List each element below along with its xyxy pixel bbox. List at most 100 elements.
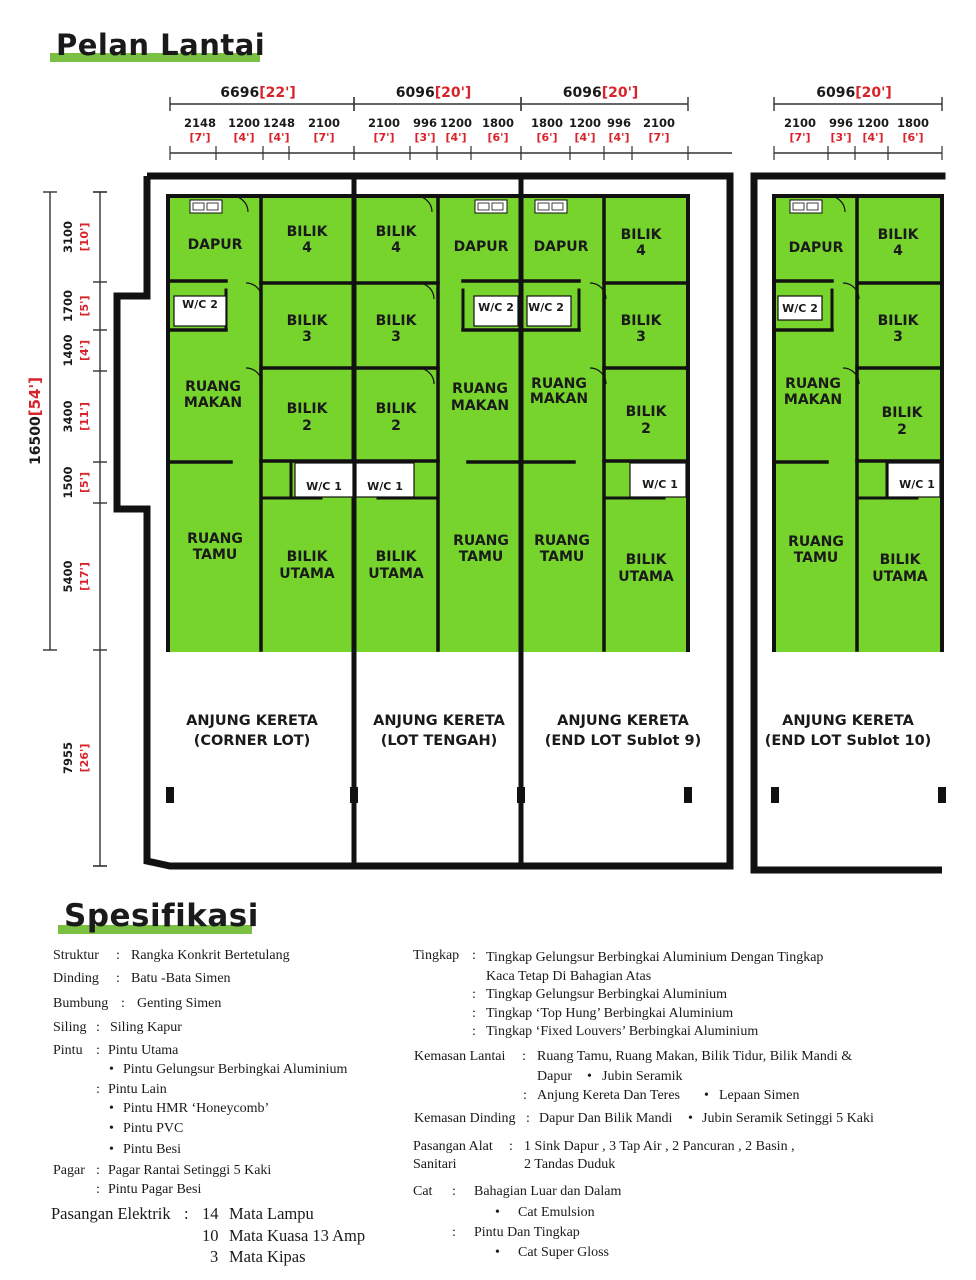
sub-width-ft: [6'] [902, 131, 923, 144]
sub-width-ft: [7'] [313, 131, 334, 144]
sink-basin [551, 202, 564, 211]
spec-separator: : [96, 1020, 100, 1035]
room-label: W/C 2 [182, 298, 218, 311]
sub-width-mm: 2100 [643, 116, 675, 130]
room-label: W/C 2 [528, 301, 564, 314]
side-depth-ft: [5'] [78, 472, 91, 493]
room-label: MAKAN [784, 392, 842, 408]
sub-width-mm: 996 [607, 116, 631, 130]
sub-width-ft: [4'] [608, 131, 629, 144]
spec-value: Pintu HMR ‘Honeycomb’ [123, 1101, 270, 1116]
room-label: TAMU [540, 549, 585, 565]
floor-plan-drawing: 6696[22']2148[7']1200[4']1248[4']2100[7'… [26, 85, 946, 874]
room-label: 2 [391, 418, 401, 434]
sub-width-ft: [3'] [414, 131, 435, 144]
room-label: BILIK [878, 313, 920, 329]
sub-width-ft: [7'] [373, 131, 394, 144]
unit-width-ft: [20'] [855, 85, 892, 101]
room-label: TAMU [193, 547, 238, 563]
carport-sublabel: (END LOT Sublot 9) [545, 733, 702, 749]
spec-separator: : [96, 1182, 100, 1197]
room-label: 3 [391, 329, 401, 345]
spec-value: Pintu Pagar Besi [108, 1182, 202, 1197]
unit-width-ft: [20'] [435, 85, 472, 101]
unit-width-label: 6096[20'] [396, 85, 472, 101]
spec-separator: : [472, 948, 476, 963]
spec-value: Pintu Gelungsur Berbingkai Aluminium [123, 1062, 348, 1077]
spec-value: Dapur Dan Bilik Mandi [539, 1111, 673, 1126]
spec-bullet: • [109, 1062, 114, 1077]
carport-post [166, 787, 174, 803]
spec-separator: : [96, 1163, 100, 1178]
carport-label: ANJUNG KERETA [557, 713, 690, 729]
room-label: W/C 2 [478, 301, 514, 314]
spec-value: Tingkap Gelungsur Berbingkai Aluminium [486, 987, 727, 1002]
spec-value: Rangka Konkrit Bertetulang [131, 948, 290, 963]
side-depth-mm: 3400 [61, 400, 75, 432]
door-swing [245, 367, 263, 385]
room-label: BILIK [626, 552, 668, 568]
spec-bullet: • [688, 1111, 693, 1126]
side-depth-mm: 1500 [61, 466, 75, 498]
room-label: MAKAN [451, 398, 509, 414]
room-label: 4 [302, 240, 312, 256]
electrical-label: Pasangan Elektrik [51, 1204, 171, 1223]
door-swing [589, 367, 607, 385]
door-swing [231, 195, 249, 213]
specs-heading: Spesifikasi [58, 898, 259, 934]
total-depth-mm: 16500 [28, 416, 44, 465]
sub-width-ft: [7'] [648, 131, 669, 144]
room-label: BILIK [376, 401, 418, 417]
door-swing [589, 282, 607, 300]
sub-width-mm: 1200 [228, 116, 260, 130]
sub-width-mm: 2100 [784, 116, 816, 130]
sub-width-ft: [7'] [189, 131, 210, 144]
room-label: UTAMA [618, 569, 674, 585]
site-boundary [113, 172, 734, 870]
room-label: W/C 1 [642, 478, 678, 491]
sub-width-mm: 2100 [308, 116, 340, 130]
wc-2-block [526, 295, 572, 327]
room-label: DAPUR [188, 237, 243, 253]
sub-width-mm: 1200 [569, 116, 601, 130]
spec-label: Pasangan Alat [413, 1139, 493, 1154]
sub-width-mm: 1200 [857, 116, 889, 130]
door-swing [828, 195, 846, 213]
room-label: 3 [893, 329, 903, 345]
room-label: 4 [391, 240, 401, 256]
unit-width-ft: [20'] [602, 85, 639, 101]
spec-separator: : [452, 1225, 456, 1240]
room-label: BILIK [287, 224, 329, 240]
spec-label: Tingkap [413, 948, 460, 963]
room-label: BILIK [621, 227, 663, 243]
room-label: W/C 2 [782, 302, 818, 315]
sink-basin [192, 202, 205, 211]
sub-width-mm: 2148 [184, 116, 216, 130]
room-label: BILIK [376, 313, 418, 329]
sub-width-ft: [7'] [789, 131, 810, 144]
door-swing [842, 282, 860, 300]
spec-value: Pintu Besi [123, 1142, 181, 1157]
sub-width-ft: [4'] [268, 131, 289, 144]
unit-width-ft: [22'] [259, 85, 296, 101]
sub-width-ft: [3'] [830, 131, 851, 144]
carport-post [517, 787, 525, 803]
spec-separator: : [96, 1043, 100, 1058]
spec-bullet: • [704, 1088, 709, 1103]
spec-value: Lepaan Simen [719, 1088, 800, 1103]
carport-post [771, 787, 779, 803]
wc-1-block [887, 462, 941, 498]
sink-basin [806, 202, 819, 211]
electrical-qty: 10 [202, 1226, 219, 1245]
sub-width-mm: 1800 [531, 116, 563, 130]
sink-basin [206, 202, 219, 211]
room-label: RUANG [785, 376, 841, 392]
sub-width-ft: [4'] [574, 131, 595, 144]
spec-separator: : [523, 1088, 527, 1103]
spec-separator: : [526, 1111, 530, 1126]
spec-bullet: • [587, 1069, 592, 1084]
spec-label: Kemasan Lantai [414, 1049, 506, 1064]
spec-bullet: • [109, 1142, 114, 1157]
unit-width-label: 6096[20'] [816, 85, 892, 101]
sub-width-mm: 996 [413, 116, 437, 130]
